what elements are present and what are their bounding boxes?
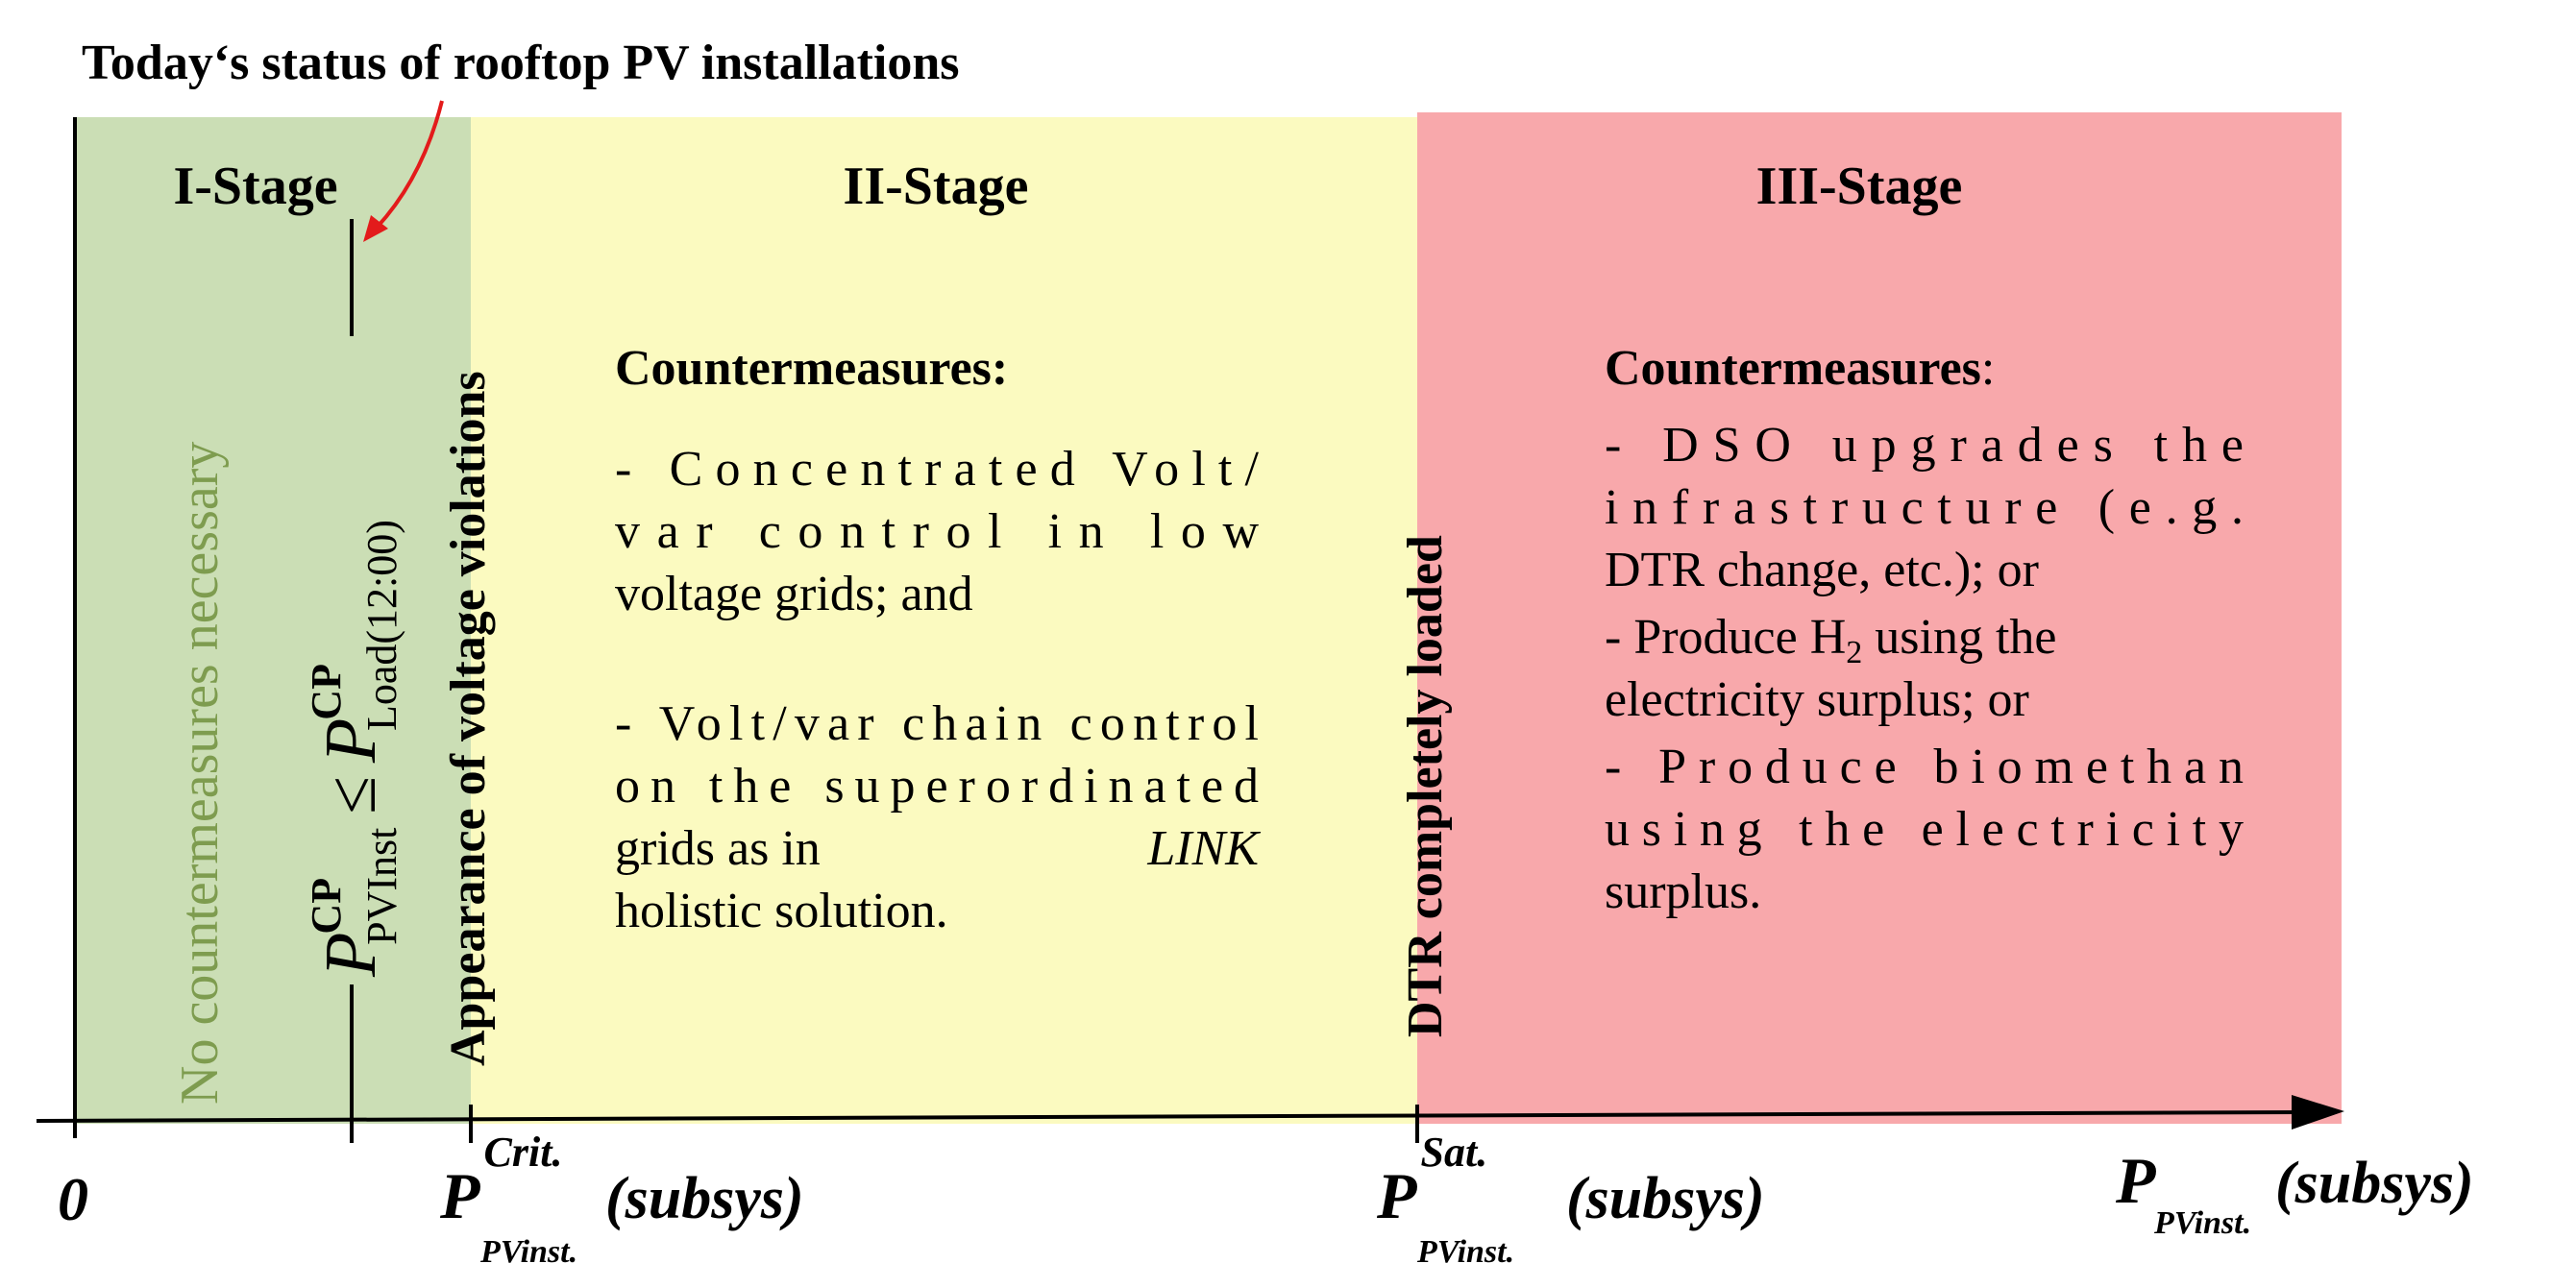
stage-3-measure-2-line-1: - Produce H2 using the: [1605, 610, 2056, 670]
x-axis-arrowhead: [2292, 1095, 2344, 1130]
stage-2-measure-2-line-4: holistic solution.: [615, 884, 948, 938]
stage-2-region: [471, 117, 1417, 1124]
stage-1-region: [75, 117, 471, 1124]
stage-3-measure-3-line-2: using the electricity: [1605, 802, 2244, 857]
x-axis: [36, 1110, 2302, 1123]
stage-3-measure-3-line-3: surplus.: [1605, 864, 1761, 919]
stage-3-title: III-Stage: [1756, 157, 1963, 216]
sat-threshold-label: PSat.PVinst.(subsys): [1376, 1129, 1765, 1270]
stage-3-measure-1-line-3: DTR change, etc.); or: [1605, 543, 2039, 597]
stage-2-heading: Countermeasures:: [615, 341, 1008, 396]
stage-2-measure-2-link: LINK: [1146, 821, 1261, 876]
stage-3-region: [1417, 112, 2342, 1124]
crit-threshold-label: PCrit.PVinst.(subsys): [439, 1129, 804, 1270]
stage-1-note: No countermeasures necessary: [170, 442, 230, 1105]
stage-3-boundary-label: DTR completely loaded: [1398, 535, 1453, 1037]
status-arrow: [363, 100, 444, 242]
current-status-label: Today‘s status of rooftop PV installatio…: [82, 36, 960, 90]
stage-2-measure-2-line-2: on the superordinated: [615, 759, 1259, 814]
stage-2-measure-1-line-3: voltage grids; and: [615, 567, 973, 621]
stage-3-measure-2-line-2: electricity surplus; or: [1605, 672, 2029, 727]
stage-2-measure-2-line-3: grids as in: [615, 821, 821, 876]
origin-label: 0: [58, 1165, 88, 1233]
stage-3-heading: Countermeasures:: [1605, 341, 1995, 396]
stage-2-title: II-Stage: [844, 157, 1029, 216]
stage-1-title: I-Stage: [173, 157, 337, 216]
stage-2-boundary-label: Appearance of voltage violations: [441, 371, 496, 1066]
